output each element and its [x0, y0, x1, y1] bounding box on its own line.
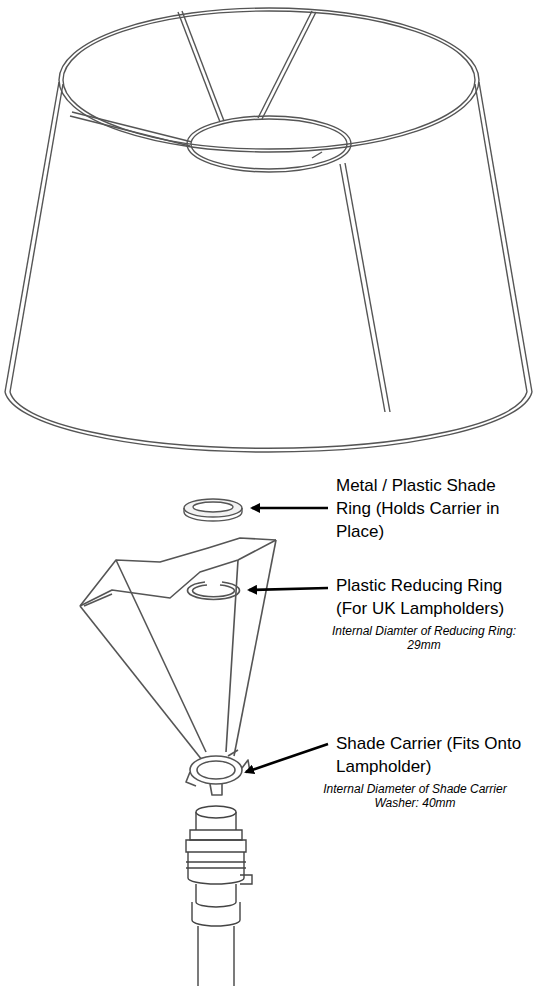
- shade-ring: [184, 499, 242, 521]
- shade-carrier: [80, 538, 276, 795]
- reducing-ring: [188, 582, 240, 600]
- leader-arrows: [246, 508, 328, 772]
- lampshade: [5, 8, 532, 452]
- lampholder: [186, 806, 252, 986]
- dimension-note: Internal Diamter of Reducing Ring: 29mm: [318, 624, 530, 652]
- dimension-note: Internal Diameter of Shade Carrier Washe…: [300, 782, 530, 810]
- part-label: Plastic Reducing Ring (For UK Lampholder…: [336, 574, 530, 620]
- part-label: Metal / Plastic Shade Ring (Holds Carrie…: [336, 474, 530, 543]
- part-label: Shade Carrier (Fits Onto Lampholder): [336, 732, 530, 778]
